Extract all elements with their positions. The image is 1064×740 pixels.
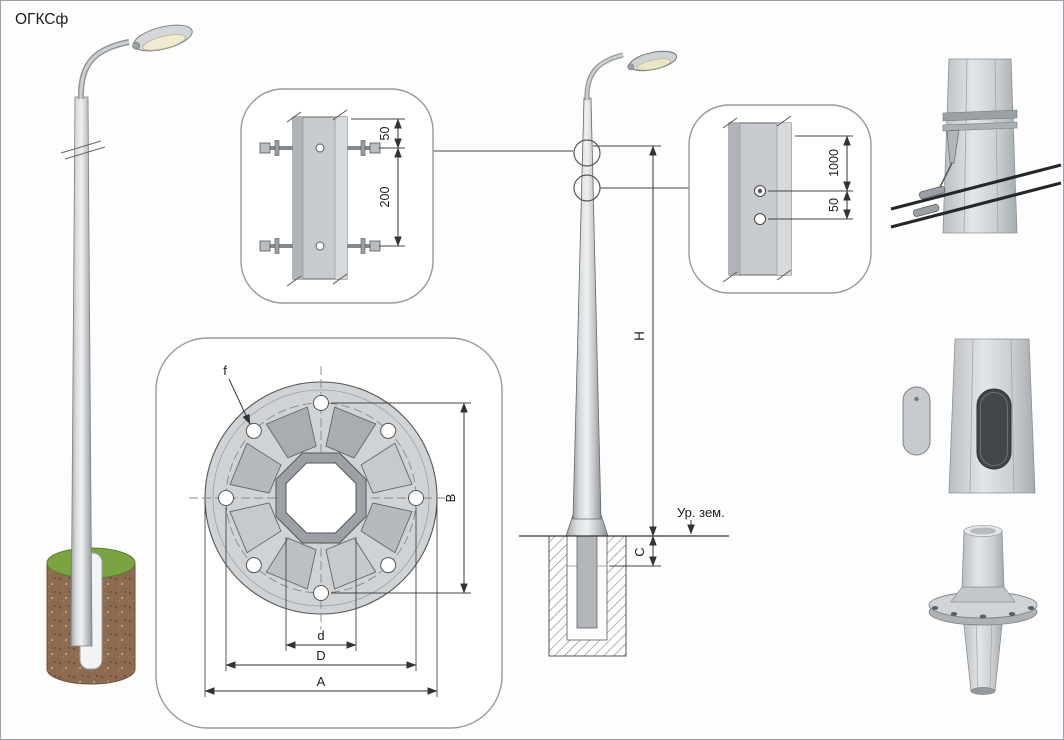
- label-d: d: [317, 628, 324, 643]
- break-marks: [722, 115, 792, 283]
- label-D: D: [316, 648, 325, 663]
- label-A: A: [317, 674, 326, 689]
- detail-view-holes: 1000 50: [600, 104, 872, 294]
- lamp-arm: [585, 53, 624, 101]
- ground-label: Ур. зем.: [677, 505, 725, 520]
- pole-facet-light: [335, 117, 347, 279]
- dim-200: 200: [378, 187, 392, 208]
- flange-plan-view: f B d D A: [155, 337, 503, 729]
- base-skirt: [962, 615, 1004, 692]
- callout-circle-upper: [573, 139, 601, 167]
- cable-lower: [890, 181, 1062, 229]
- pole-elevation: Ур. зем. H C: [519, 50, 729, 657]
- render-cable-clamp: [890, 58, 1062, 234]
- pole-facet-shade: [293, 117, 303, 279]
- pole-3d-render: [46, 24, 193, 685]
- clamp-bolt-lower: [259, 238, 381, 254]
- flange-bolt-holes-3d: [931, 606, 1035, 619]
- render-flange-base: [928, 525, 1038, 695]
- label-f: f: [223, 363, 227, 378]
- label-C: C: [632, 547, 647, 556]
- dim-50-bottom: 50: [827, 198, 841, 212]
- detail-view-clamps: 50 200: [240, 88, 573, 304]
- pole-shaft: [70, 96, 93, 647]
- luminaire: [132, 24, 193, 52]
- render-access-hatch: [902, 338, 1036, 494]
- hatch-cover: [902, 386, 931, 456]
- wedge-clamp-upper: [918, 186, 946, 199]
- drawing-title: ОГКСф: [15, 11, 68, 28]
- embedded-shaft: [576, 535, 598, 629]
- label-B: B: [443, 494, 458, 503]
- pole-inner-hole: [285, 462, 357, 534]
- label-H: H: [632, 331, 647, 341]
- cable-hole: [754, 213, 766, 225]
- suspension-wedge: [946, 129, 960, 164]
- break-mark: [60, 140, 106, 160]
- pole-stub: [961, 530, 1005, 588]
- dim-50-top: 50: [378, 127, 392, 141]
- dim-1000: 1000: [827, 149, 841, 177]
- access-opening: [976, 388, 1012, 470]
- base-cone: [950, 586, 1016, 603]
- luminaire: [627, 50, 678, 72]
- band-clamp: [942, 109, 1018, 122]
- lamp-arm: [79, 40, 130, 100]
- clamp-bolt-upper: [259, 140, 381, 156]
- wedge-clamp-lower: [912, 204, 940, 217]
- break-marks: [286, 109, 348, 287]
- cable-upper: [890, 163, 1062, 211]
